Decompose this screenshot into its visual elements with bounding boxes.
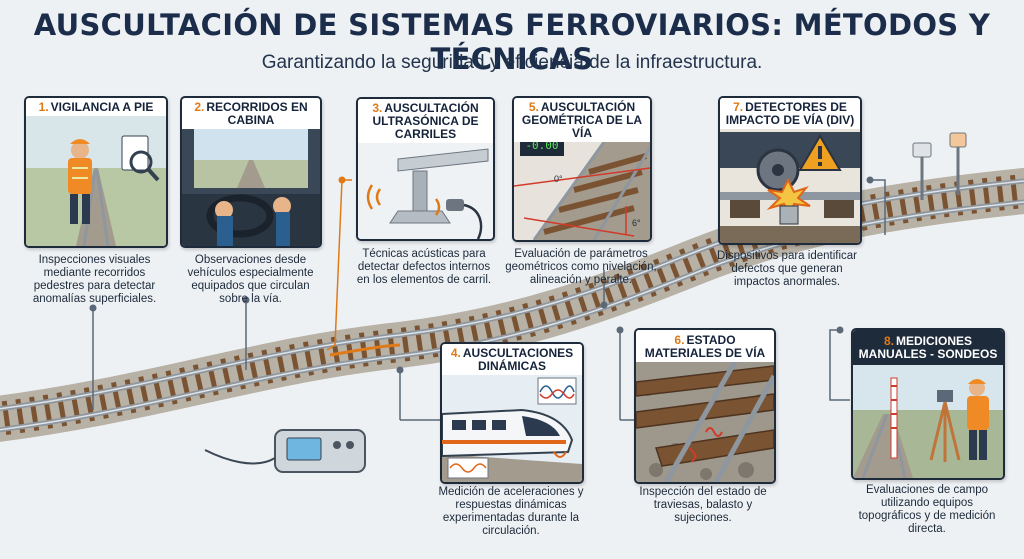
measurement-device — [204, 429, 366, 473]
card-title: 7.DETECTORES DE IMPACTO DE VÍA (DIV) — [720, 98, 860, 129]
card-title: 3.AUSCULTACIÓN ULTRASÓNICA DE CARRILES — [358, 99, 493, 143]
desc-auscultacion-geometrica: Evaluación de parámetros geométricos com… — [505, 248, 657, 286]
card-mediciones-manuales: 8.MEDICIONES MANUALES - SONDEOS — [851, 328, 1005, 480]
desc-vigilancia-a-pie: Inspecciones visuales mediante recorrido… — [32, 254, 157, 305]
geometry-display: -0.00 — [525, 139, 559, 152]
card-title: 8.MEDICIONES MANUALES - SONDEOS — [853, 330, 1003, 365]
impact-detector-illustration — [720, 98, 860, 243]
card-vigilancia-a-pie: 1.VIGILANCIA A PIE — [24, 96, 168, 248]
page-subtitle: Garantizando la seguridad y eficiencia d… — [261, 52, 763, 73]
card-auscultaciones-dinamicas: 4.AUSCULTACIONES DINÁMICAS — [440, 342, 584, 484]
card-estado-materiales: 6.ESTADO MATERIALES DE VÍA — [634, 328, 776, 484]
angle-label: 6° — [632, 218, 641, 228]
card-detectores-de-impacto: 7.DETECTORES DE IMPACTO DE VÍA (DIV) — [718, 96, 862, 245]
card-recorridos-en-cabina: 2.RECORRIDOS EN CABINA — [180, 96, 322, 248]
desc-auscultacion-ultrasonica: Técnicas acústicas para detectar defecto… — [356, 248, 492, 286]
angle-label: 0° — [554, 174, 563, 184]
card-auscultacion-geometrica: -0.00 0° 6° 5.AUSCULTACIÓN GEOMÉTRICA DE… — [512, 96, 652, 242]
desc-recorridos-en-cabina: Observaciones desde vehículos especialme… — [187, 254, 314, 305]
card-title: 1.VIGILANCIA A PIE — [26, 98, 166, 116]
desc-auscultaciones-dinamicas: Medición de aceleraciones y respuestas d… — [438, 486, 584, 537]
card-title: 5.AUSCULTACIÓN GEOMÉTRICA DE LA VÍA — [514, 98, 650, 142]
card-title: 6.ESTADO MATERIALES DE VÍA — [636, 330, 774, 362]
desc-estado-materiales: Inspección del estado de traviesas, bala… — [639, 486, 767, 524]
desc-detectores-de-impacto: Dispositivos para identificar defectos q… — [717, 250, 857, 288]
desc-mediciones-manuales: Evaluaciones de campo utilizando equipos… — [858, 484, 996, 535]
card-title: 4.AUSCULTACIONES DINÁMICAS — [442, 344, 582, 375]
walking-inspector-illustration — [26, 98, 166, 246]
card-title: 2.RECORRIDOS EN CABINA — [182, 98, 320, 129]
card-auscultacion-ultrasonica: 3.AUSCULTACIÓN ULTRASÓNICA DE CARRILES — [356, 97, 495, 241]
page-title: AUSCULTACIÓN DE SISTEMAS FERROVIARIOS: M… — [33, 8, 991, 76]
